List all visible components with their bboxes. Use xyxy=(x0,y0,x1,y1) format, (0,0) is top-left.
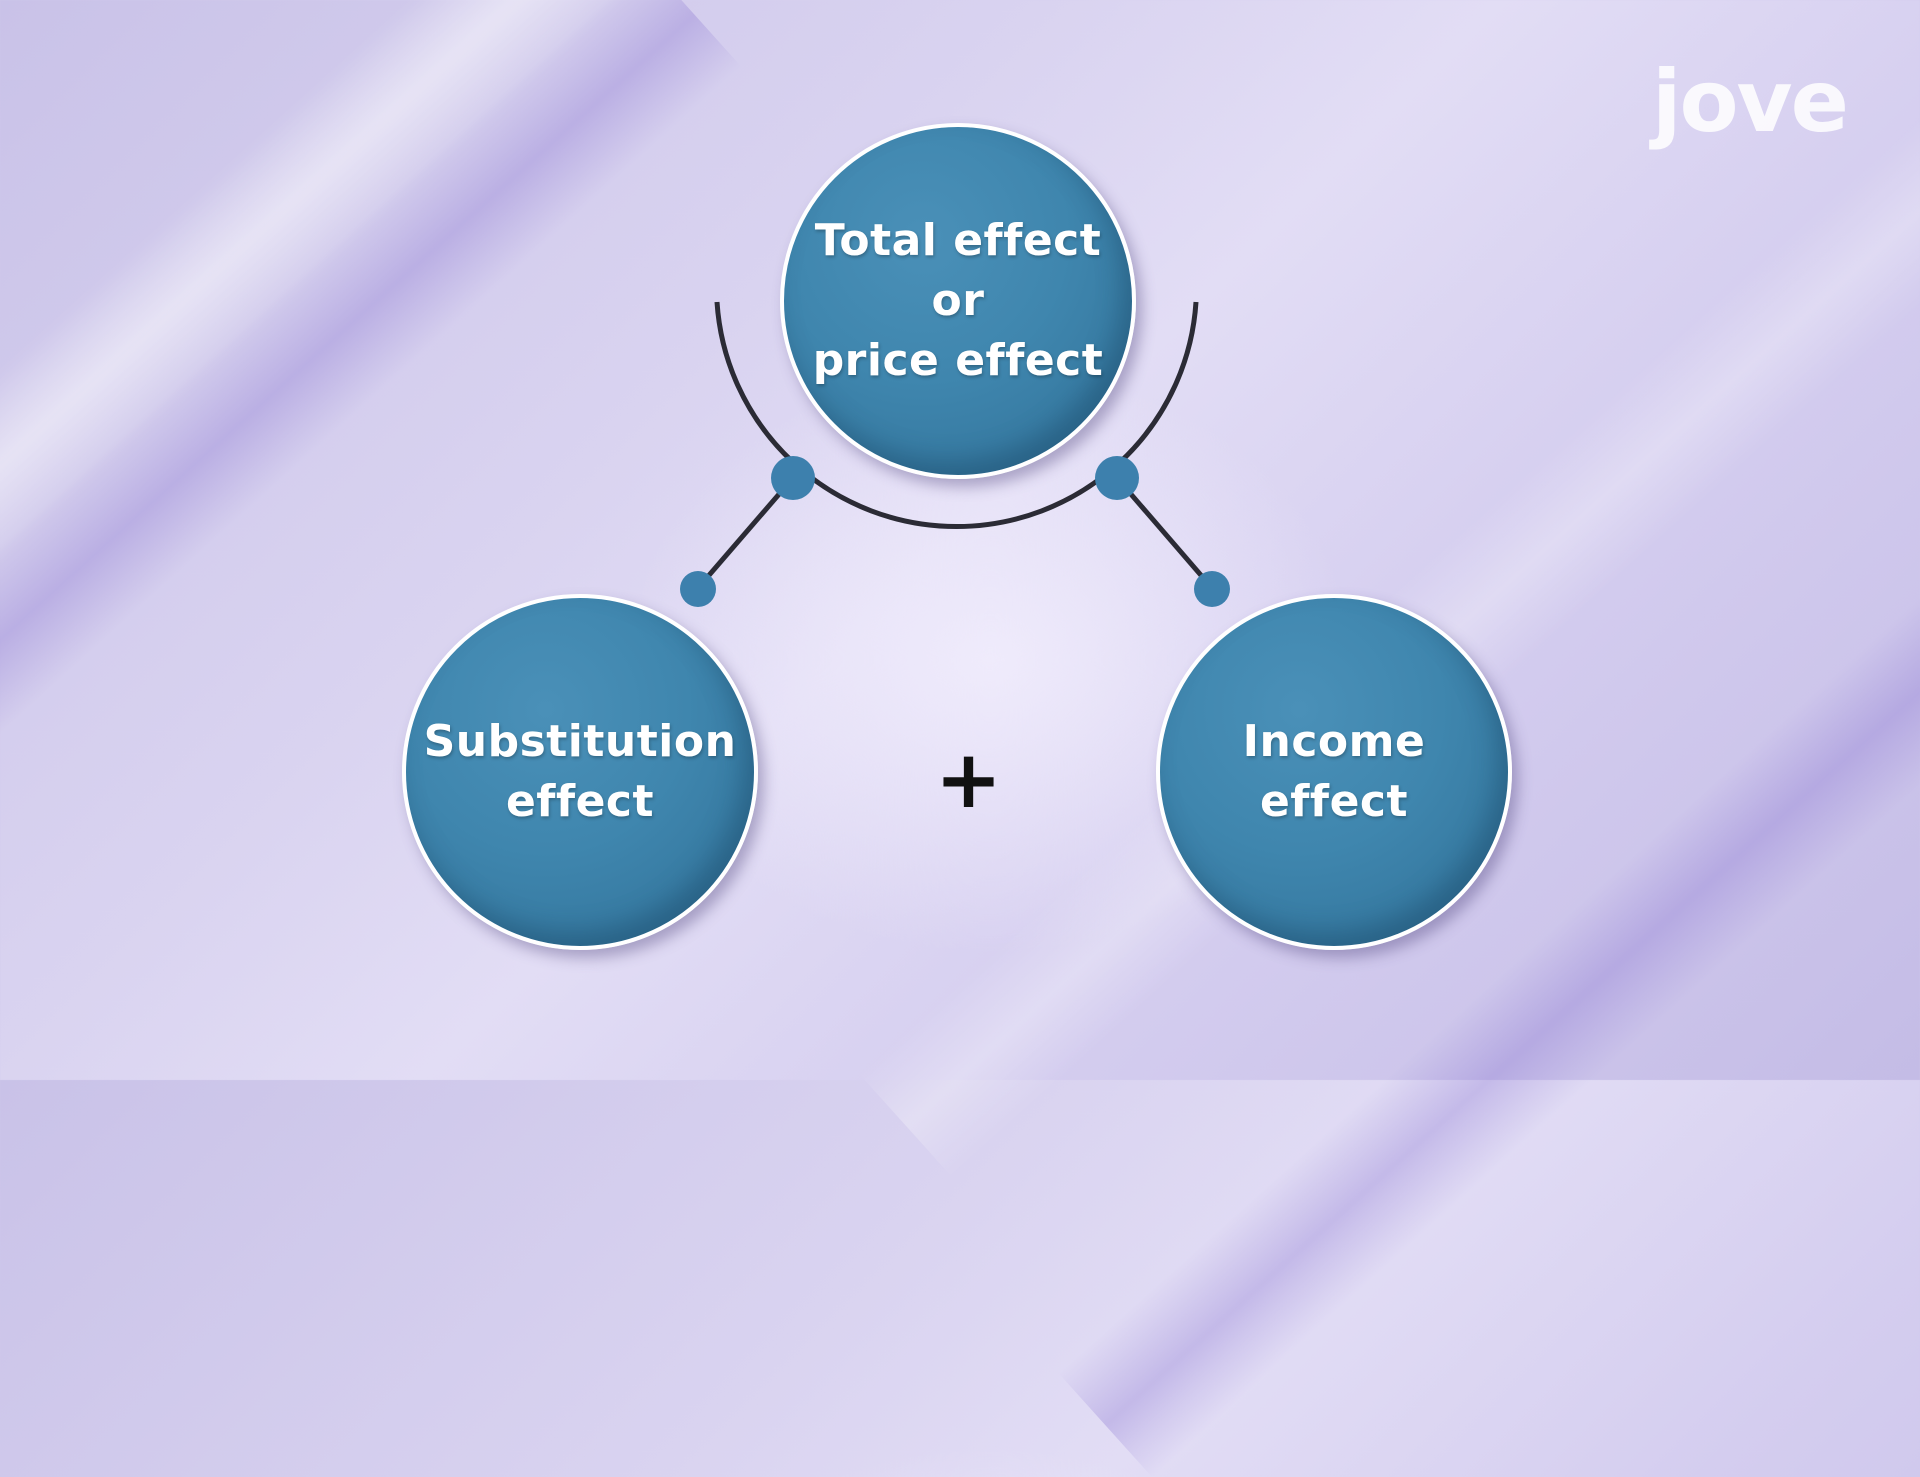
right-connector-line xyxy=(1115,476,1214,590)
left-end-dot xyxy=(680,571,716,607)
plus-operator: + xyxy=(935,733,1003,826)
substitution-effect-node: Substitution effect xyxy=(402,594,758,950)
left-connector-line xyxy=(696,476,795,590)
income-effect-label: Income effect xyxy=(1242,716,1426,827)
arc-left-dot xyxy=(771,456,815,500)
right-end-dot xyxy=(1194,571,1230,607)
jove-logo: jove xyxy=(1652,52,1849,152)
substitution-effect-label: Substitution effect xyxy=(423,716,737,827)
arc-connector xyxy=(714,301,1199,529)
arc-right-dot xyxy=(1095,456,1139,500)
total-effect-node: Total effect or price effect xyxy=(780,123,1136,479)
connector-lines xyxy=(680,301,1230,607)
income-effect-node: Income effect xyxy=(1156,594,1512,950)
total-effect-label: Total effect or price effect xyxy=(812,215,1104,386)
